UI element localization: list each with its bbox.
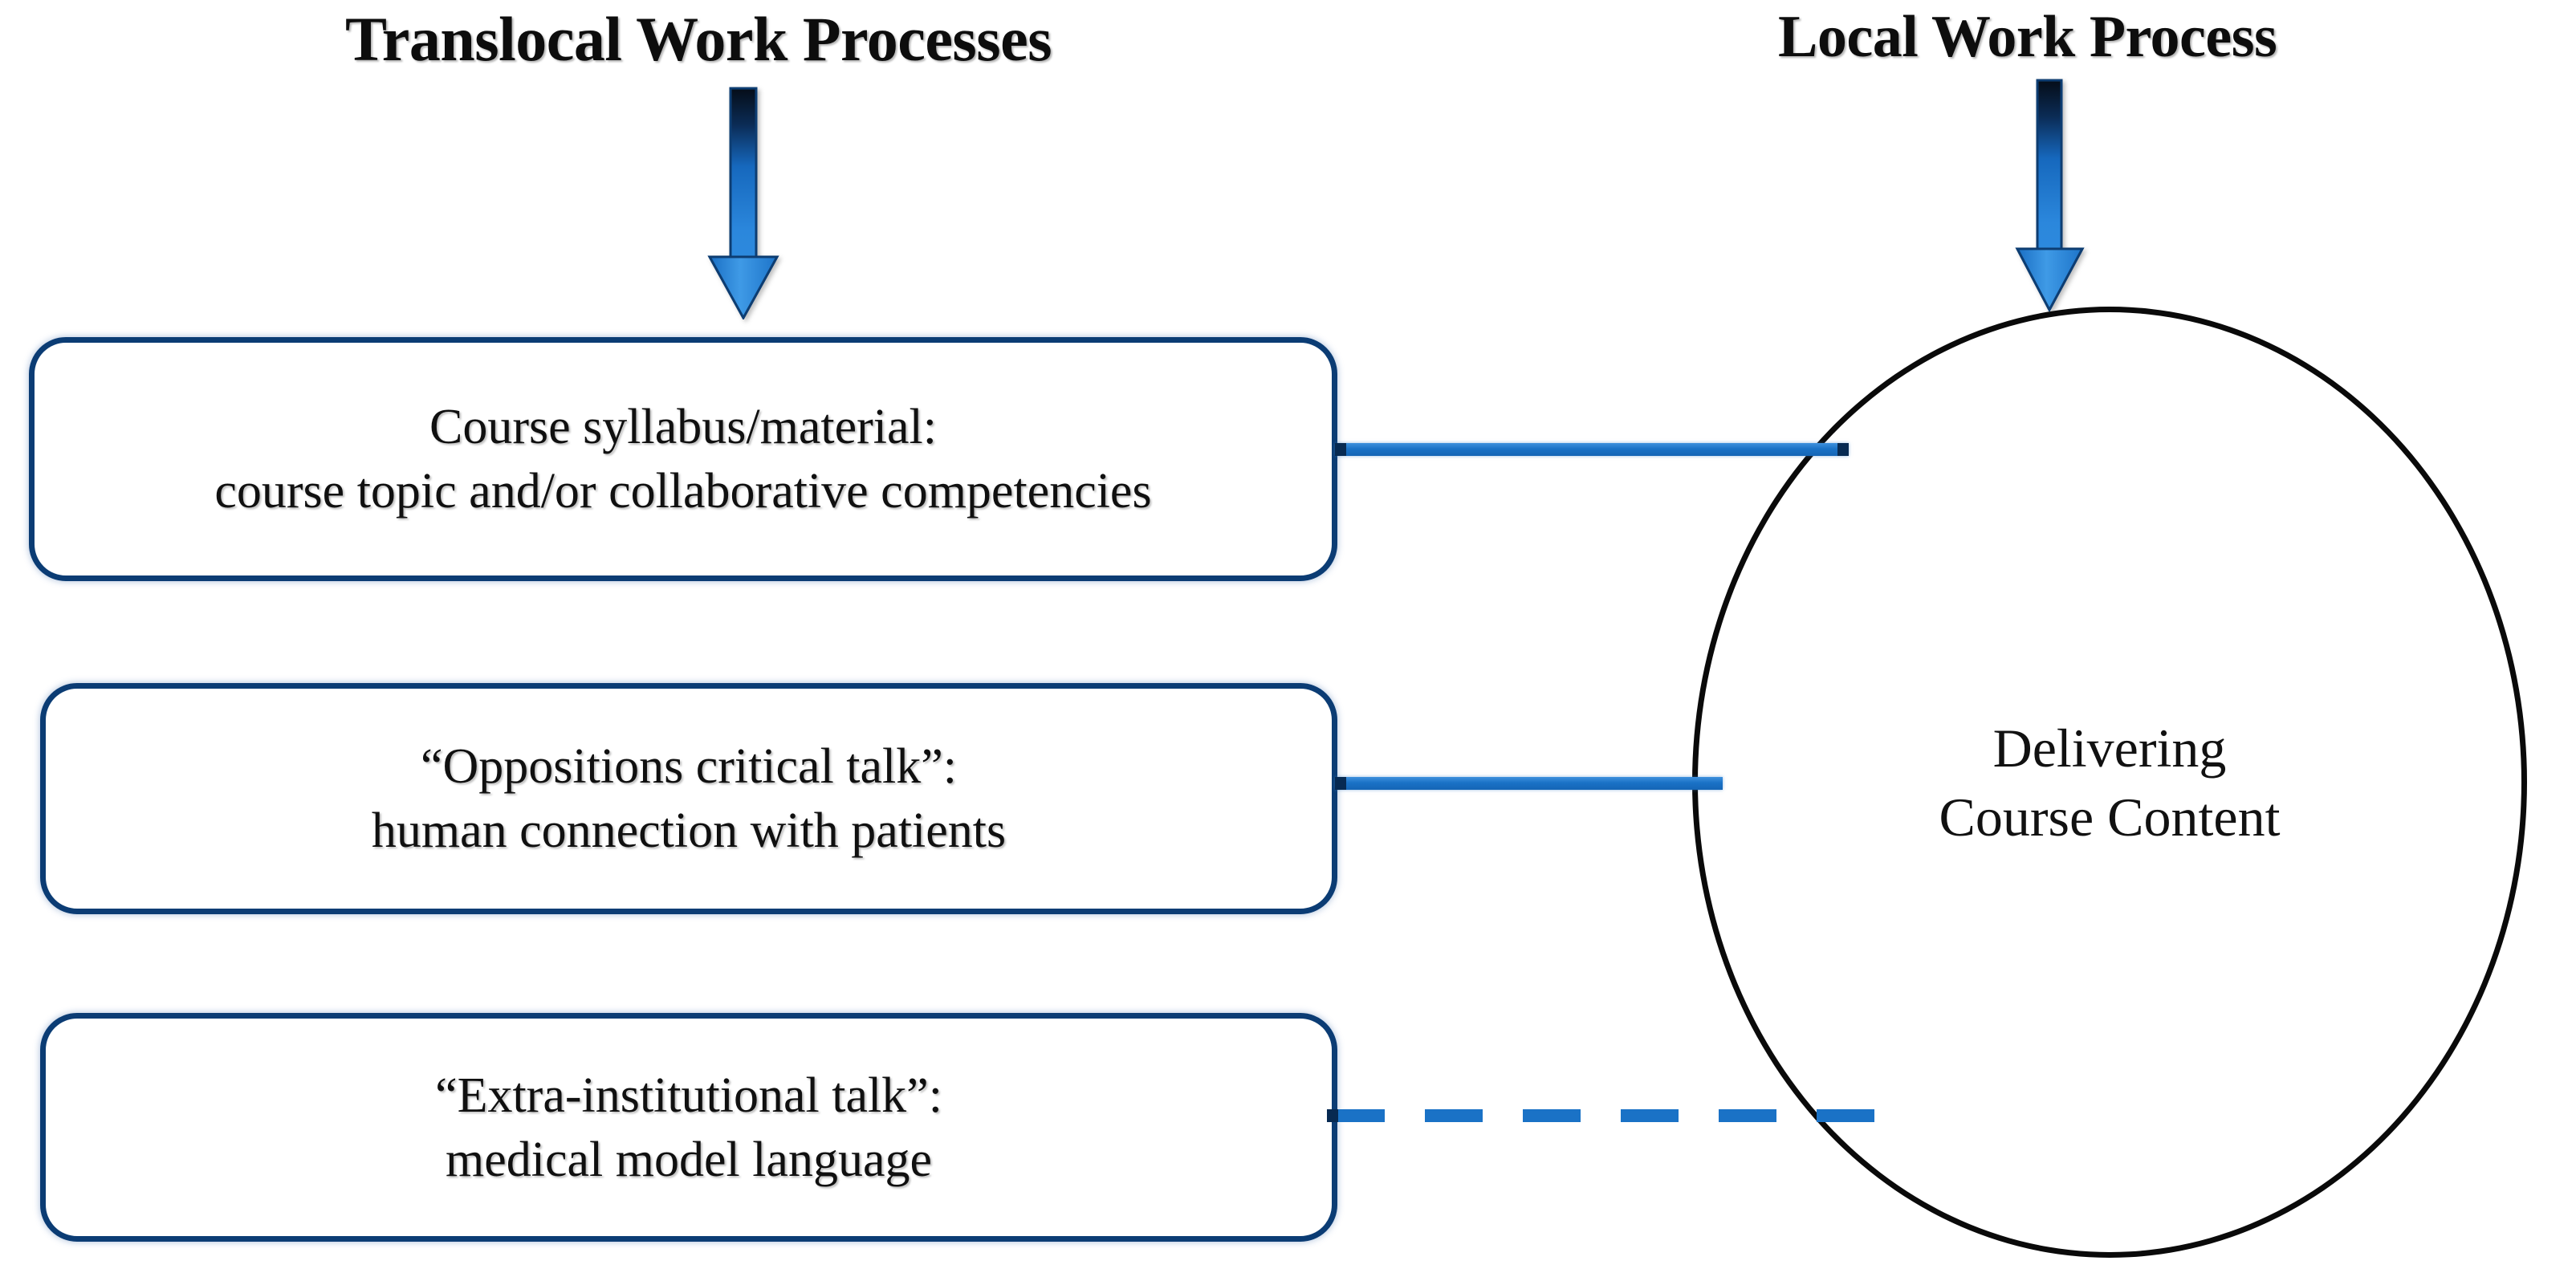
- down-arrow-icon-local: [2015, 79, 2085, 311]
- circle-line-1: Delivering: [1992, 717, 2227, 779]
- connector-3-left-cap: [1327, 1109, 1338, 1122]
- box-3-line-1: “Extra-institutional talk”:: [435, 1068, 942, 1123]
- box-1-line-2: course topic and/or collaborative compet…: [214, 464, 1152, 519]
- process-box-extra-institutional-talk[interactable]: “Extra-institutional talk”: medical mode…: [40, 1013, 1337, 1242]
- circle-line-2: Course Content: [1939, 786, 2281, 848]
- heading-local-work-process: Local Work Process: [1778, 4, 2277, 70]
- box-1-line-1: Course syllabus/material:: [429, 400, 937, 454]
- connector-box2-to-circle: [1335, 777, 1723, 790]
- connector-1-right-cap: [1837, 443, 1849, 456]
- box-2-line-1: “Oppositions critical talk”:: [420, 739, 958, 794]
- connector-2-left-cap: [1335, 777, 1346, 790]
- process-box-course-syllabus[interactable]: Course syllabus/material: course topic a…: [29, 337, 1337, 581]
- connector-box1-to-circle: [1335, 443, 1849, 456]
- down-arrow-icon-translocal: [707, 87, 779, 319]
- box-2-line-2: human connection with patients: [371, 803, 1007, 858]
- connector-box3-to-circle-dashed: [1327, 1109, 1881, 1122]
- circle-delivering-course-content[interactable]: Delivering Course Content: [1692, 307, 2527, 1258]
- heading-translocal-work-processes: Translocal Work Processes: [345, 4, 1052, 74]
- process-box-oppositions-critical-talk[interactable]: “Oppositions critical talk”: human conne…: [40, 683, 1337, 914]
- box-3-line-2: medical model language: [446, 1132, 932, 1187]
- connector-1-left-cap: [1335, 443, 1346, 456]
